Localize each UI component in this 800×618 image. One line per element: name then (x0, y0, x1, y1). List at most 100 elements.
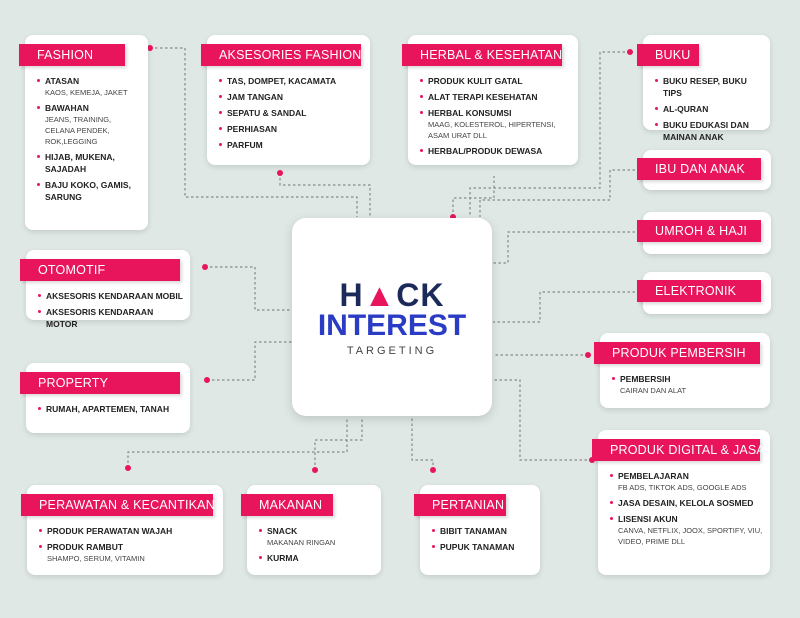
list-item: BAJU KOKO, GAMIS, SARUNG (37, 179, 142, 203)
item-heading: PEMBERSIH (620, 374, 671, 384)
category-title: PERTANIAN (414, 494, 506, 516)
list-item: KURMA (259, 552, 375, 564)
category-item-list: BUKU RESEP, BUKU TIPS AL-QURAN BUKU EDUKAS… (655, 75, 764, 147)
list-item: ALAT TERAPI KESEHATAN (420, 91, 572, 103)
list-item: BUKU EDUKASI DAN MAINAN ANAK (655, 119, 764, 143)
connector-line (493, 231, 640, 264)
item-heading: AKSESORIS KENDARAAN MOBIL (46, 291, 183, 301)
list-item: PARFUM (219, 139, 364, 151)
item-subtext: JEANS, TRAINING, CELANA PENDEK, ROK,LEGG… (45, 115, 112, 146)
category-title: BUKU (637, 44, 699, 66)
list-item: AKSESORIS KENDARAAN MOTOR (38, 306, 184, 330)
connector-line (279, 173, 371, 217)
connector-dot (627, 49, 633, 55)
item-heading: HERBAL/PRODUK DEWASA (428, 146, 543, 156)
connector-dot (125, 465, 131, 471)
connector-line (493, 379, 592, 461)
list-item: BAWAHAN JEANS, TRAINING, CELANA PENDEK, R… (37, 102, 142, 147)
list-item: JAM TANGAN (219, 91, 364, 103)
logo-interest: INTEREST (317, 309, 467, 342)
list-item: AL-QURAN (655, 103, 764, 115)
item-heading: LISENSI AKUN (618, 514, 678, 524)
category-item-list: RUMAH, APARTEMEN, TANAH (38, 403, 184, 419)
connector-line (452, 176, 495, 217)
category-card-buku: BUKU BUKU RESEP, BUKU TIPS AL-QURAN BUKU ED… (637, 35, 770, 142)
item-heading: ATASAN (45, 76, 80, 86)
connector-line (127, 417, 348, 468)
logo-triangle-icon: ▲ (363, 277, 397, 313)
logo-subtitle: TARGETING (346, 345, 438, 357)
item-subtext: SHAMPO, SERUM, VITAMIN (47, 554, 145, 563)
connector-line (479, 169, 640, 217)
item-subtext: CANVA, NETFLIX, JOOX, SPORTIFY, VIU, VID… (618, 526, 763, 546)
item-heading: PUPUK TANAMAN (440, 542, 515, 552)
list-item: PRODUK KULIT GATAL (420, 75, 572, 87)
connector-dot (147, 45, 153, 51)
item-heading: SEPATU & SANDAL (227, 108, 307, 118)
item-heading: HIJAB, MUKENA, SAJADAH (45, 152, 115, 174)
item-heading: JASA DESAIN, KELOLA SOSMED (618, 498, 754, 508)
item-heading: TAS, DOMPET, KACAMATA (227, 76, 337, 86)
item-heading: AL-QURAN (663, 104, 709, 114)
category-card-makanan: MAKANAN SNACK MAKANAN RINGAN KURMA (241, 485, 381, 575)
item-heading: BUKU RESEP, BUKU TIPS (663, 76, 747, 98)
list-item: SNACK MAKANAN RINGAN (259, 525, 375, 548)
connector-dot (204, 377, 210, 383)
category-card-otomotif: OTOMOTIF AKSESORIS KENDARAAN MOBIL AKSESOR… (20, 250, 190, 329)
logo-hack: H▲CK (339, 277, 445, 313)
item-heading: KURMA (267, 553, 299, 563)
category-title: FASHION (19, 44, 125, 66)
category-card-produk-pembersih: PRODUK PEMBERSIH PEMBERSIH CAIRAN DAN ALAT (594, 333, 770, 408)
item-subtext: MAKANAN RINGAN (267, 538, 336, 547)
item-heading: PARFUM (227, 140, 263, 150)
item-heading: BAJU KOKO, GAMIS, SARUNG (45, 180, 131, 202)
item-subtext: MAAG, KOLESTEROL, HIPERTENSI, ASAM URAT … (428, 120, 556, 140)
item-subtext: FB ADS, TIKTOK ADS, GOOGLE ADS (618, 483, 747, 492)
item-heading: RUMAH, APARTEMEN, TANAH (46, 404, 170, 414)
list-item: BIBIT TANAMAN (432, 525, 534, 537)
category-item-list: PRODUK KULIT GATAL ALAT TERAPI KESEHATAN H… (420, 75, 572, 161)
category-item-list: PEMBERSIH CAIRAN DAN ALAT (612, 373, 764, 400)
list-item: JASA DESAIN, KELOLA SOSMED (610, 497, 764, 509)
item-heading: BIBIT TANAMAN (440, 526, 507, 536)
list-item: BUKU RESEP, BUKU TIPS (655, 75, 764, 99)
category-title: AKSESORIES FASHION (201, 44, 361, 66)
category-title: MAKANAN (241, 494, 333, 516)
connector-line (411, 417, 434, 470)
list-item: HERBAL/PRODUK DEWASA (420, 145, 572, 157)
category-title: OTOMOTIF (20, 259, 180, 281)
connector-line (207, 341, 292, 381)
list-item: PEMBERSIH CAIRAN DAN ALAT (612, 373, 764, 396)
list-item: HIJAB, MUKENA, SAJADAH (37, 151, 142, 175)
list-item: LISENSI AKUN CANVA, NETFLIX, JOOX, SPORTI… (610, 513, 764, 547)
category-card-pertanian: PERTANIAN BIBIT TANAMAN PUPUK TANAMAN (414, 485, 540, 575)
connector-dot (312, 467, 318, 473)
category-item-list: PEMBELAJARAN FB ADS, TIKTOK ADS, GOOGLE A… (610, 470, 764, 551)
category-title: ELEKTRONIK (637, 280, 761, 302)
connector-dot (430, 467, 436, 473)
list-item: PEMBELAJARAN FB ADS, TIKTOK ADS, GOOGLE A… (610, 470, 764, 493)
category-title: IBU DAN ANAK (637, 158, 761, 180)
list-item: PRODUK PERAWATAN WAJAH (39, 525, 217, 537)
connector-line (205, 266, 292, 311)
list-item: SEPATU & SANDAL (219, 107, 364, 119)
list-item: TAS, DOMPET, KACAMATA (219, 75, 364, 87)
category-title: UMROH & HAJI (637, 220, 761, 242)
category-title: PRODUK PEMBERSIH (594, 342, 760, 364)
category-card-ibu-dan-anak: IBU DAN ANAK (637, 150, 771, 190)
list-item: PERHIASAN (219, 123, 364, 135)
item-heading: BAWAHAN (45, 103, 89, 113)
item-heading: SNACK (267, 526, 298, 536)
item-heading: PEMBELAJARAN (618, 471, 689, 481)
connector-line (493, 291, 640, 323)
connector-dot (585, 352, 591, 358)
item-subtext: CAIRAN DAN ALAT (620, 386, 687, 395)
category-title: PROPERTY (20, 372, 180, 394)
category-card-aksesories-fashion: AKSESORIES FASHION TAS, DOMPET, KACAMATA J… (201, 35, 370, 165)
